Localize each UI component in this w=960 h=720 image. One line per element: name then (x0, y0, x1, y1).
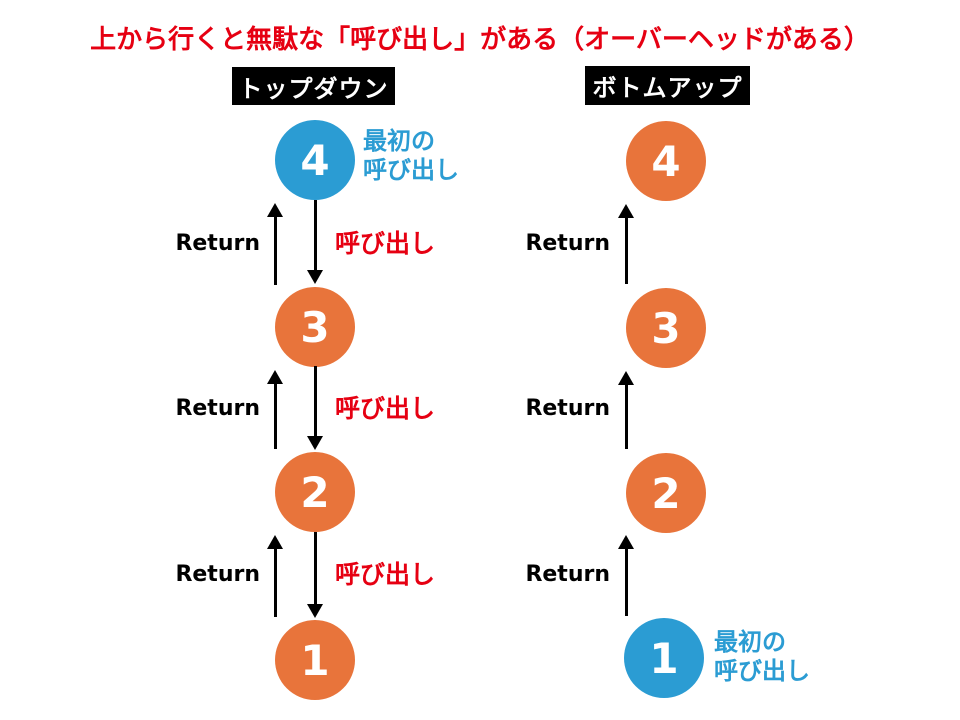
arrow-head-up-icon (618, 204, 634, 218)
arrow-head-up-icon (267, 203, 283, 217)
arrow-head-up-icon (618, 371, 634, 385)
right-node-4: 4 (626, 121, 706, 201)
arrow-head-down-icon (307, 604, 323, 618)
column-header-bottom-up: ボトムアップ (585, 66, 750, 105)
first-call-line2: 呼び出し (714, 657, 810, 685)
arrow-head-down-icon (307, 270, 323, 284)
diagram-title: 上から行くと無駄な「呼び出し」がある（オーバーヘッドがある） (90, 25, 870, 55)
return-label: Return (525, 562, 610, 587)
first-call-line1: 最初の (714, 628, 786, 656)
left-node-3: 3 (275, 287, 355, 367)
first-call-label-left: 最初の 呼び出し (363, 127, 459, 185)
call-label: 呼び出し (335, 560, 436, 589)
right-node-3: 3 (626, 288, 706, 368)
left-node-4: 4 (275, 120, 355, 200)
arrow-head-up-icon (267, 535, 283, 549)
first-call-label-right: 最初の 呼び出し (714, 628, 810, 686)
call-label: 呼び出し (335, 394, 436, 423)
left-node-2: 2 (275, 452, 355, 532)
return-label: Return (525, 231, 610, 256)
call-arrow (307, 532, 323, 618)
return-label: Return (175, 562, 260, 587)
arrow-head-up-icon (618, 535, 634, 549)
return-arrow (618, 535, 634, 616)
return-arrow (267, 370, 283, 449)
left-node-1: 1 (275, 620, 355, 700)
call-arrow (307, 366, 323, 450)
return-label: Return (525, 396, 610, 421)
right-node-1: 1 (624, 618, 704, 698)
arrow-head-up-icon (267, 370, 283, 384)
call-arrow (307, 200, 323, 284)
return-label: Return (175, 231, 260, 256)
return-arrow (618, 371, 634, 449)
first-call-line2: 呼び出し (363, 156, 459, 184)
return-arrow (618, 204, 634, 284)
arrow-head-down-icon (307, 436, 323, 450)
return-label: Return (175, 396, 260, 421)
column-header-top-down: トップダウン (232, 67, 395, 105)
return-arrow (267, 535, 283, 617)
right-node-2: 2 (626, 453, 706, 533)
first-call-line1: 最初の (363, 127, 435, 155)
call-label: 呼び出し (335, 229, 436, 258)
return-arrow (267, 203, 283, 285)
